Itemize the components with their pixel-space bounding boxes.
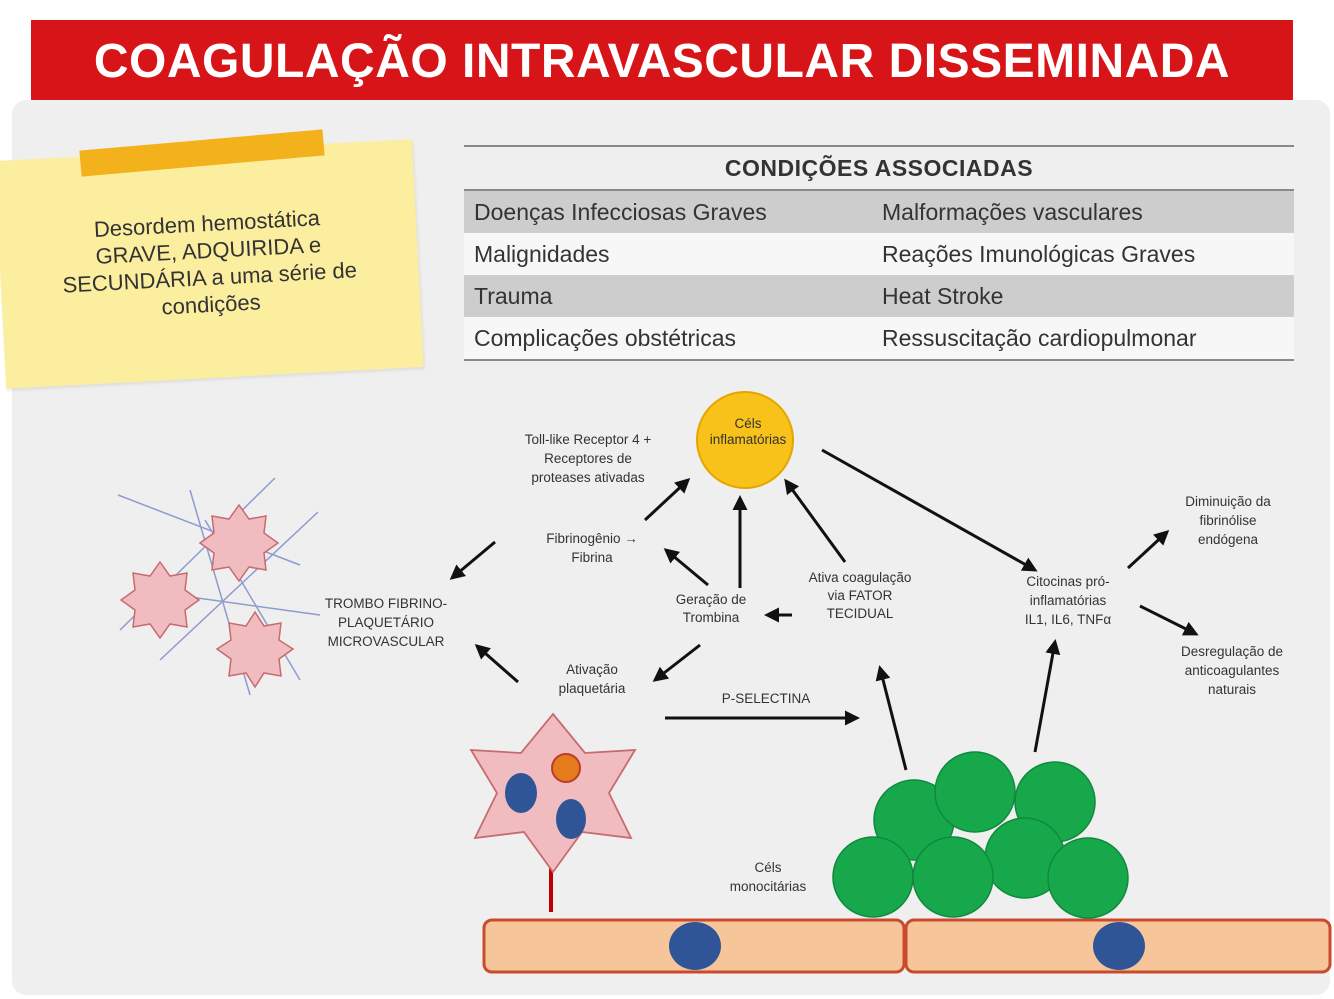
thrombin-label-1: Geração de xyxy=(676,592,747,607)
thrombus-label-1: TROMBO FIBRINO- xyxy=(325,596,447,611)
table-row: Doenças Infecciosas Graves Malformações … xyxy=(464,191,1294,233)
thrombus-illustration xyxy=(117,477,321,696)
arrow-tissuefactor-to-inflammatory xyxy=(784,478,847,563)
thrombus-label-3: MICROVASCULAR xyxy=(328,634,445,649)
table-cell: Trauma xyxy=(474,282,553,309)
endothelial-nucleus xyxy=(1093,922,1145,970)
monocyte-cell xyxy=(832,836,914,918)
monocytes-label-1: Céls xyxy=(754,860,781,875)
cytokines-label-1: Citocinas pró- xyxy=(1026,574,1109,589)
activated-platelet-star xyxy=(469,712,637,874)
arrow-monocytes-to-tissuefactor xyxy=(875,665,908,771)
arrow-inflammatory-to-cytokines xyxy=(821,448,1038,572)
inflammatory-cells-label-1: Céls xyxy=(734,416,761,431)
platelet-activation-label-1: Ativação xyxy=(566,662,618,677)
fibrinogen-label-2: Fibrina xyxy=(571,550,613,565)
platelet-star-2 xyxy=(119,560,201,640)
arrow-platelets-to-thrombus xyxy=(474,644,519,684)
flow-arrows xyxy=(449,448,1199,771)
arrow-cytokines-to-anticoagulants xyxy=(1139,604,1199,636)
platelet-activation-label-2: plaquetária xyxy=(559,681,626,696)
table-row: Complicações obstétricas Ressuscitação c… xyxy=(464,317,1294,359)
page-title: COAGULAÇÃO INTRAVASCULAR DISSEMINADA xyxy=(31,20,1293,102)
cytokines-label-3: IL1, IL6, TNFα xyxy=(1025,612,1112,627)
table-cell: Ressuscitação cardiopulmonar xyxy=(882,324,1197,351)
platelet-granule-orange xyxy=(551,753,581,783)
arrow-thrombin-to-fibrin xyxy=(663,548,709,587)
anticoagulants-label-1: Desregulação de xyxy=(1181,644,1283,659)
receptors-label-1: Toll-like Receptor 4 + xyxy=(525,432,652,447)
activated-platelet xyxy=(469,712,637,912)
conditions-table: CONDIÇÕES ASSOCIADAS Doenças Infecciosas… xyxy=(464,145,1294,361)
fibrinolysis-label-1: Diminuição da xyxy=(1185,494,1271,509)
arrow-fibrin-to-inflammatory xyxy=(643,477,691,522)
platelet-star-3 xyxy=(215,610,295,689)
platelet-star-1 xyxy=(198,503,280,583)
table-cell: Malignidades xyxy=(474,240,610,267)
p-selectin-label: P-SELECTINA xyxy=(722,691,811,706)
vessel-wall xyxy=(482,918,1332,974)
arrow-thrombin-to-platelets xyxy=(652,643,701,682)
tissue-factor-label-3: TECIDUAL xyxy=(827,606,894,621)
arrow-fibrin-to-thrombus xyxy=(449,540,496,580)
table-cell: Doenças Infecciosas Graves xyxy=(474,198,767,225)
thrombus-label-2: PLAQUETÁRIO xyxy=(338,615,434,630)
anticoagulants-label-2: anticoagulantes xyxy=(1185,663,1280,678)
fibrinogen-label-1: Fibrinogênio → xyxy=(546,531,638,546)
conditions-header: CONDIÇÕES ASSOCIADAS xyxy=(464,147,1294,191)
receptors-label-3: proteases ativadas xyxy=(531,470,645,485)
cytokines-label-2: inflamatórias xyxy=(1030,593,1107,608)
monocytes-label-2: monocitárias xyxy=(730,879,807,894)
arrow-monocytes-to-cytokines xyxy=(1033,639,1061,753)
receptors-label-2: Receptores de xyxy=(544,451,632,466)
monocyte-cell xyxy=(934,751,1016,833)
endothelial-nucleus xyxy=(669,922,721,970)
monocyte-cluster xyxy=(832,751,1129,919)
thrombin-label-2: Trombina xyxy=(683,610,740,625)
table-cell: Reações Imunológicas Graves xyxy=(882,240,1196,267)
table-row: Malignidades Reações Imunológicas Graves xyxy=(464,233,1294,275)
monocyte-cell xyxy=(912,836,994,918)
fibrinolysis-label-3: endógena xyxy=(1198,532,1259,547)
arrow-cytokines-to-fibrinolysis xyxy=(1126,529,1170,570)
inflammatory-cells-label-2: inflamatórias xyxy=(710,432,787,447)
table-row: Trauma Heat Stroke xyxy=(464,275,1294,317)
table-cell: Heat Stroke xyxy=(882,282,1004,309)
anticoagulants-label-3: naturais xyxy=(1208,682,1256,697)
tissue-factor-label-2: via FATOR xyxy=(828,588,893,603)
table-cell: Malformações vasculares xyxy=(882,198,1143,225)
tissue-factor-label-1: Ativa coagulação xyxy=(809,570,912,585)
fibrinolysis-label-2: fibrinólise xyxy=(1199,513,1256,528)
platelet-granule-blue-2 xyxy=(556,799,586,839)
platelet-granule-blue-1 xyxy=(505,773,537,813)
table-cell: Complicações obstétricas xyxy=(474,324,737,351)
inflammatory-cell-icon xyxy=(696,391,794,489)
monocyte-cell xyxy=(1047,837,1129,919)
